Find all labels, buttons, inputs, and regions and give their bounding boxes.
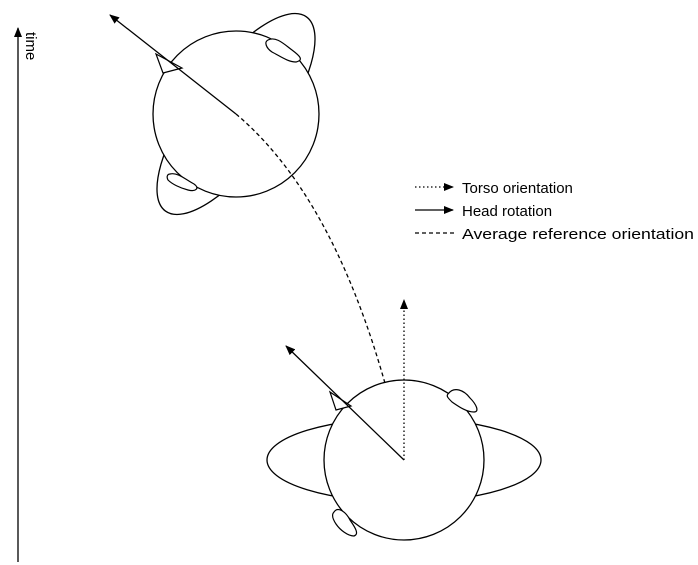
time-axis-label: time [22,32,39,60]
legend-label-average: Average reference orientation [462,226,694,243]
nose-bottom [330,392,351,410]
legend-label-head: Head rotation [462,203,552,220]
head-top [110,0,342,237]
head-bottom [267,300,541,540]
legend-label-torso: Torso orientation [462,180,573,197]
legend: Torso orientation Head rotation Average … [415,180,694,243]
